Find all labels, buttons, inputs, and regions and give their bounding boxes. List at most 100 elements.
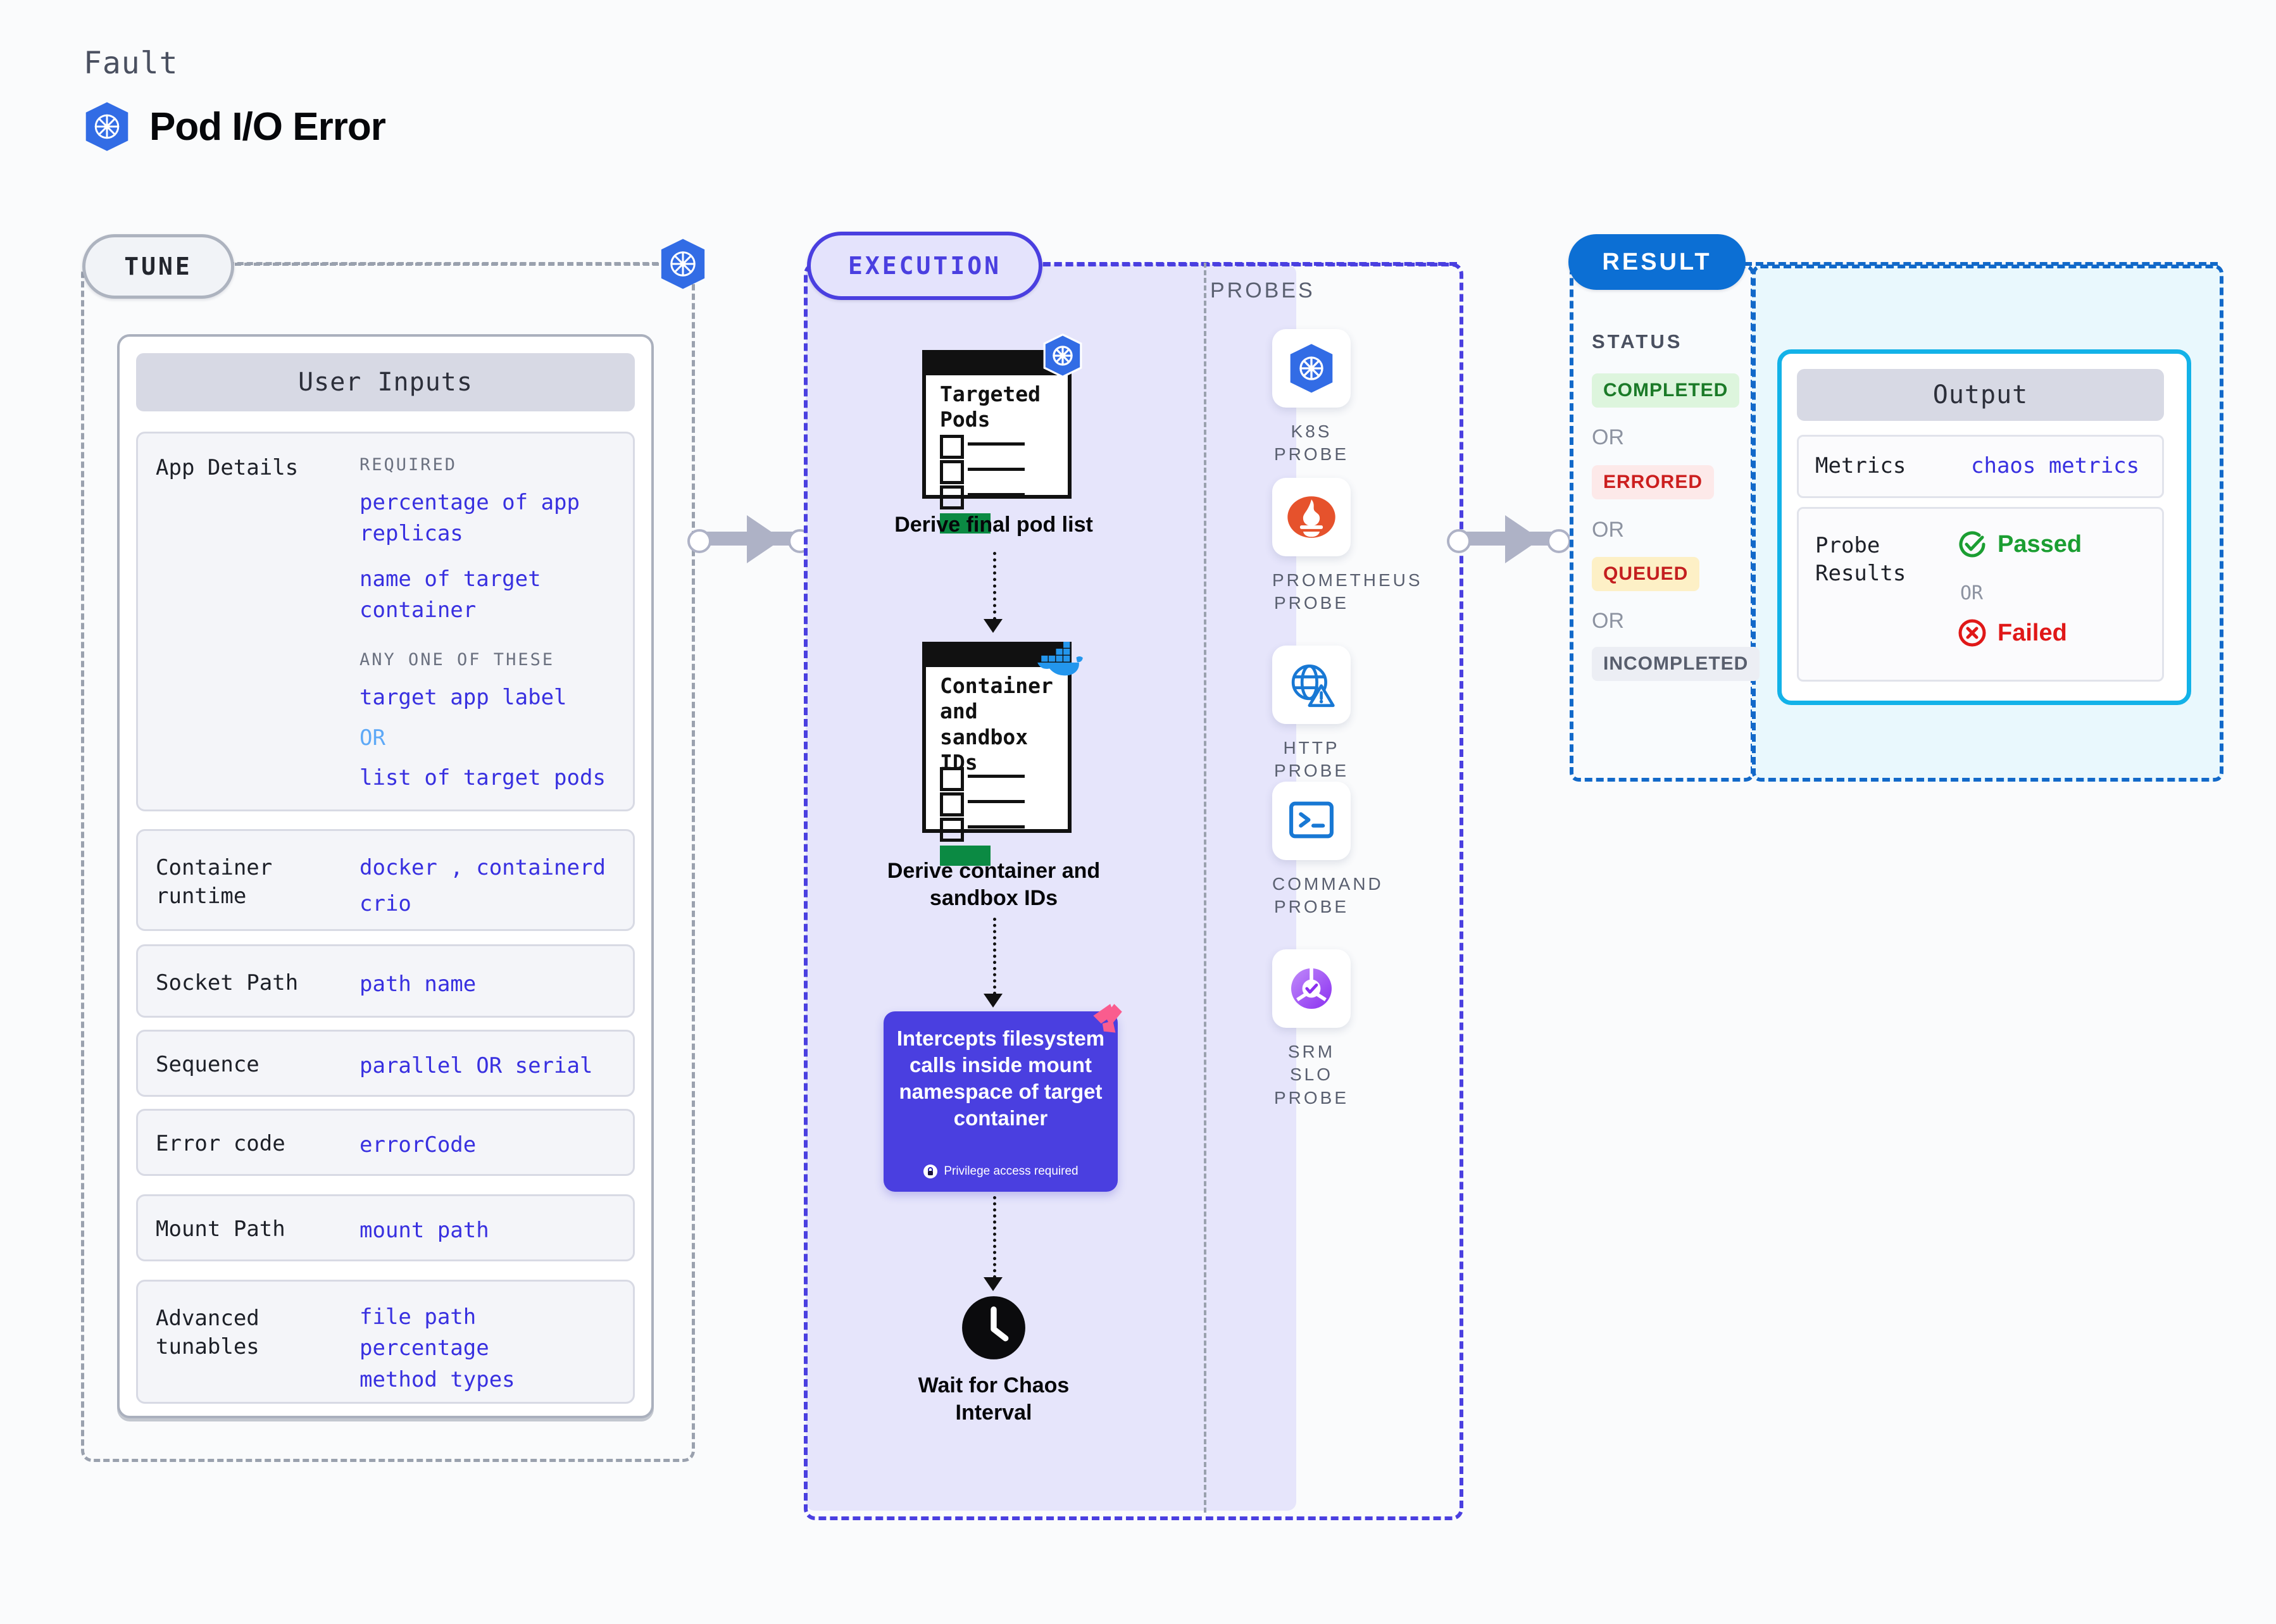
value-mount-path: mount path <box>360 1218 489 1243</box>
fault-eyebrow: Fault <box>84 46 178 81</box>
value-runtime-2: crio <box>360 891 411 917</box>
user-inputs-card: User Inputs App Details REQUIRED percent… <box>117 334 654 1418</box>
intercept-filesystem-card: Intercepts filesystem calls inside mount… <box>884 1011 1118 1192</box>
status-or-3: OR <box>1592 609 1624 633</box>
probe-label: SRM SLO PROBE <box>1273 1042 1349 1108</box>
probes-heading: PROBES <box>1210 278 1315 303</box>
value-adv-file-path: file path <box>360 1304 477 1330</box>
caption-wait-chaos-interval: Wait for Chaos Interval <box>918 1373 1070 1425</box>
probe-tile <box>1272 646 1351 724</box>
tune-row-error-code[interactable]: Error code errorCode <box>136 1109 635 1176</box>
probe-result-passed: Passed <box>1957 529 2082 559</box>
docker-icon <box>1037 642 1083 676</box>
status-or-2: OR <box>1592 518 1624 542</box>
probe-k8s[interactable]: K8S PROBE <box>1272 329 1351 466</box>
value-error-code: errorCode <box>360 1132 477 1158</box>
http-globe-warning-icon <box>1291 665 1335 708</box>
kubernetes-icon <box>85 102 128 151</box>
probe-command[interactable]: COMMAND PROBE <box>1272 782 1381 919</box>
checkbox-2 <box>940 460 964 484</box>
output-card-header: Output <box>1797 369 2164 421</box>
value-list-target-pods: list of target pods <box>360 765 606 791</box>
x-circle-icon <box>1958 619 1986 647</box>
tune-row-container-runtime[interactable]: Container runtime docker , containerd cr… <box>136 829 635 931</box>
privilege-note: Privilege access required <box>884 1164 1118 1179</box>
fault-title-row: Pod I/O Error <box>84 101 386 152</box>
tune-row-mount-path[interactable]: Mount Path mount path <box>136 1194 635 1261</box>
value-runtime-1: docker , containerd <box>360 855 606 880</box>
connector-arrowhead <box>747 515 782 563</box>
tune-row-socket-path[interactable]: Socket Path path name <box>136 944 635 1018</box>
lock-icon <box>923 1165 938 1178</box>
user-inputs-card-header: User Inputs <box>136 353 635 411</box>
execution-badge-connector-line <box>1032 262 1457 266</box>
connector-start-dot <box>1447 529 1471 553</box>
value-adv-method-types: method types <box>360 1366 515 1392</box>
tune-badge-connector-line <box>228 262 658 265</box>
targeted-pods-title: Targeted Pods <box>940 382 1041 432</box>
status-badge-incompleted: INCOMPLETED <box>1592 647 1760 681</box>
checkbox-1 <box>940 435 964 459</box>
tune-row-advanced-tunables[interactable]: Advanced tunables file path percentage m… <box>136 1280 635 1404</box>
output-card: Output Metrics chaos metrics Probe Resul… <box>1777 349 2191 705</box>
probe-result-failed: Failed <box>1957 618 2067 648</box>
check-circle-icon <box>1959 531 1985 558</box>
status-badge-errored: ERRORED <box>1592 465 1715 499</box>
checkline-1 <box>968 442 1025 446</box>
container-sandbox-title: Container and sandbox IDs <box>940 673 1053 775</box>
flow-arrow-2 <box>984 994 1003 1008</box>
srm-slo-icon <box>1291 968 1332 1009</box>
value-sequence: parallel OR serial <box>360 1053 593 1078</box>
caption-derive-pod-list: Derive final pod list <box>894 513 1093 537</box>
probe-results-row[interactable]: Probe Results Passed OR Failed <box>1797 507 2164 682</box>
green-progress-bar <box>940 513 991 534</box>
probe-label: PROMETHEUS PROBE <box>1272 570 1423 613</box>
checkline-3 <box>968 825 1025 828</box>
probes-divider <box>1204 263 1206 1513</box>
litmus-icon <box>1093 1004 1122 1033</box>
execution-badge[interactable]: EXECUTION <box>807 232 1042 300</box>
green-progress-bar <box>940 846 991 866</box>
status-badge-queued: QUEUED <box>1592 557 1700 591</box>
tune-row-sequence[interactable]: Sequence parallel OR serial <box>136 1030 635 1097</box>
checkbox-2 <box>940 792 964 816</box>
connector-start-dot <box>687 529 711 553</box>
result-badge-connector-line <box>1744 262 2218 266</box>
flow-arrow-1 <box>984 619 1003 633</box>
page-title: Pod I/O Error <box>149 104 386 149</box>
targeted-pods-card: Targeted Pods <box>922 350 1072 534</box>
flow-arrow-3 <box>984 1277 1003 1291</box>
result-status-panel <box>1570 265 1754 782</box>
value-target-app-label: target app label <box>360 685 567 711</box>
group-label-anyone: ANY ONE OF THESE <box>360 650 555 670</box>
caption-derive-container-ids: Derive container and sandbox IDs <box>887 859 1101 910</box>
checkline-2 <box>968 800 1025 803</box>
prometheus-icon <box>1287 496 1335 538</box>
connector-arrowhead <box>1505 515 1541 563</box>
probe-results-key: Probe Results <box>1815 533 1906 587</box>
value-socket-path: path name <box>360 971 477 997</box>
value-or-1: OR <box>360 725 385 751</box>
metrics-row[interactable]: Metrics chaos metrics <box>1797 435 2164 498</box>
terminal-icon <box>1289 801 1334 839</box>
probe-label: K8S PROBE <box>1273 422 1349 465</box>
probe-prometheus[interactable]: PROMETHEUS PROBE <box>1272 478 1423 615</box>
probe-tile <box>1272 478 1351 556</box>
connector-end-dot <box>1547 529 1571 553</box>
flow-line-2 <box>993 918 996 995</box>
kubernetes-icon <box>1290 344 1333 393</box>
value-target-container: name of target container <box>360 566 541 623</box>
checkline-2 <box>968 468 1025 471</box>
tune-badge[interactable]: TUNE <box>82 234 234 299</box>
result-badge[interactable]: RESULT <box>1568 234 1746 290</box>
probe-tile <box>1272 949 1351 1028</box>
kubernetes-icon <box>1043 334 1082 378</box>
probe-http[interactable]: HTTP PROBE <box>1272 646 1351 783</box>
value-percentage-replicas: percentage of app replicas <box>360 490 580 547</box>
metrics-key: Metrics <box>1815 453 1906 478</box>
probe-srm-slo[interactable]: SRM SLO PROBE <box>1272 949 1351 1109</box>
probe-result-or: OR <box>1960 582 1984 604</box>
group-label-required: REQUIRED <box>360 455 458 475</box>
container-sandbox-ids-card: Container and sandbox IDs <box>922 642 1072 866</box>
tune-row-app-details[interactable]: App Details REQUIRED percentage of app r… <box>136 432 635 811</box>
